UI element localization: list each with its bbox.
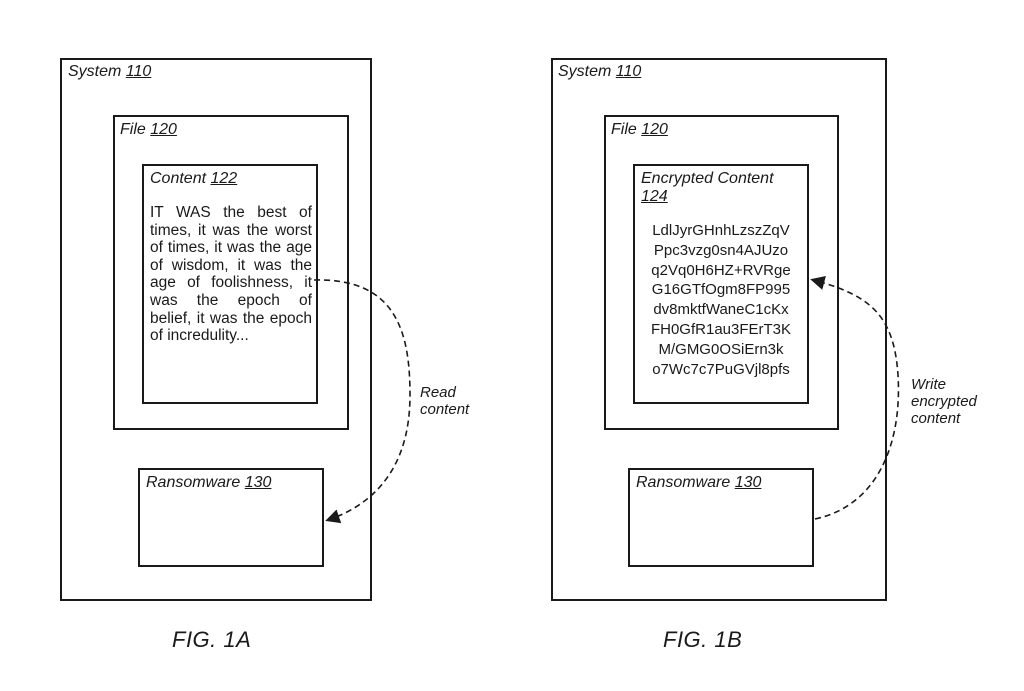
read-label-line-1: Read — [420, 384, 456, 401]
ransomware-name-a: Ransomware — [146, 474, 241, 491]
ransomware-ref-a: 130 — [244, 474, 272, 491]
encrypted-content-name: Encrypted Content — [641, 170, 774, 187]
content-label-a: Content 122 — [150, 170, 237, 188]
plaintext-content: IT WAS the best of times, it was the wor… — [150, 204, 312, 345]
system-label-a: System 110 — [68, 63, 151, 81]
caption-fig-1b: FIG. 1B — [663, 627, 743, 652]
ransomware-label-a: Ransomware 130 — [146, 474, 271, 492]
content-ref-a: 122 — [210, 170, 238, 187]
ransomware-label-b: Ransomware 130 — [636, 474, 761, 492]
cipher-line: FH0GfR1au3FErT3K — [650, 320, 792, 338]
cipher-line: Ppc3vzg0sn4AJUzo — [653, 241, 789, 259]
read-content-label: Read content — [420, 384, 469, 418]
file-ref-b: 120 — [641, 121, 668, 138]
read-label-line-2: content — [420, 401, 470, 418]
system-ref-a: 110 — [125, 63, 152, 80]
cipher-line: o7Wc7c7PuGVjl8pfs — [652, 360, 790, 378]
file-name-a: File — [120, 121, 146, 138]
file-label-a: File 120 — [120, 121, 177, 139]
write-label-line-1: Write — [911, 376, 946, 393]
system-label-b: System 110 — [558, 63, 641, 81]
cipher-line: q2Vq0H6HZ+RVRge — [651, 261, 791, 279]
ransomware-box-b — [628, 468, 814, 567]
ransomware-name-b: Ransomware — [636, 474, 731, 491]
encrypted-content-box — [633, 164, 809, 404]
content-box-a — [142, 164, 318, 404]
system-name-b: System — [558, 63, 612, 80]
file-name-b: File — [611, 121, 637, 138]
write-encrypted-content-label: Write encrypted content — [911, 376, 977, 427]
write-label-line-3: content — [911, 410, 961, 427]
cipher-line: LdlJyrGHnhLzszZqV — [652, 222, 790, 239]
file-ref-a: 120 — [150, 121, 177, 138]
system-name-a: System — [68, 63, 122, 80]
content-name-a: Content — [150, 170, 207, 187]
encrypted-content-ref: 124 — [641, 188, 668, 205]
read-content-arrow — [313, 279, 411, 524]
ciphertext-block: LdlJyrGHnhLzszZqV Ppc3vzg0sn4AJUzo q2Vq0… — [636, 221, 806, 379]
cipher-line: dv8mktfWaneC1cKx — [653, 301, 789, 319]
ransomware-box-a — [138, 468, 324, 567]
system-ref-b: 110 — [615, 63, 642, 80]
cipher-line: G16GTfOgm8FP995 — [651, 281, 791, 299]
cipher-line: M/GMG0OSiErn3k — [658, 340, 784, 358]
write-encrypted-content-arrow — [810, 275, 900, 520]
encrypted-content-label: Encrypted Content 124 — [641, 170, 774, 206]
file-label-b: File 120 — [611, 121, 668, 139]
caption-fig-1a: FIG. 1A — [172, 627, 252, 652]
write-label-line-2: encrypted — [911, 393, 977, 410]
ransomware-ref-b: 130 — [734, 474, 762, 491]
